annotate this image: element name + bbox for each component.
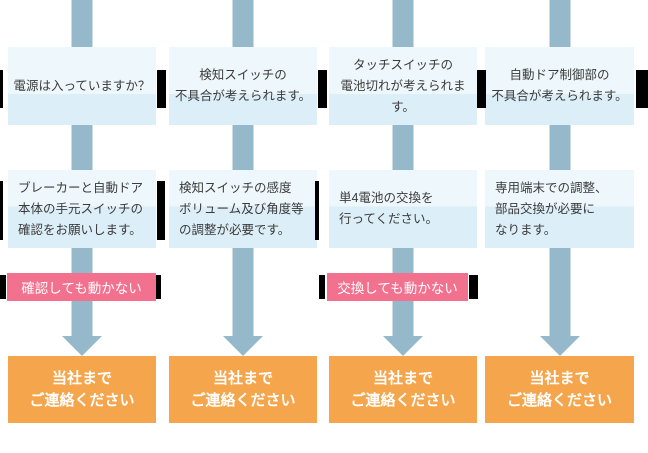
arrow-head-icon xyxy=(62,336,102,356)
connector-bar xyxy=(636,70,648,108)
retry-label: 交換しても動かない xyxy=(327,273,468,301)
connector-bar xyxy=(477,70,486,108)
arrow-tail xyxy=(232,125,254,170)
action-box: ブレーカーと自動ドア 本体の手元スイッチの 確認をお願いします。 xyxy=(8,170,156,248)
action-text: 検知スイッチの感度 ボリューム及び角度等 の調整が必要です。 xyxy=(179,180,304,237)
retry-label-text: 確認しても動かない xyxy=(21,281,142,296)
contact-text: 当社まで ご連絡ください xyxy=(190,369,296,409)
action-text: 単4電池の交換を 行ってください。 xyxy=(339,191,439,226)
connector-bar xyxy=(0,181,3,240)
contact-text: 当社まで ご連絡ください xyxy=(506,369,612,409)
connector-bar xyxy=(157,70,166,108)
arrow-tail xyxy=(71,125,93,170)
arrow-tail xyxy=(392,125,414,170)
question-box: 電源は入っていますか？ xyxy=(8,47,156,125)
question-box: 自動ドア制御部の 不具合が考えられます。 xyxy=(485,47,634,125)
flow-column-4: 自動ドア制御部の 不具合が考えられます。 専用端末での調整、 部品交換が必要に … xyxy=(485,0,634,453)
contact-box: 当社まで ご連絡ください xyxy=(169,356,317,423)
retry-label-text: 交換しても動かない xyxy=(337,281,458,296)
arrow-tail xyxy=(232,0,254,47)
arrow-tail xyxy=(549,125,570,170)
connector-bar xyxy=(469,275,478,299)
connector-bar xyxy=(319,275,325,299)
contact-box: 当社まで ご連絡ください xyxy=(485,356,634,423)
flow-column-2: 検知スイッチの 不具合が考えられます。 検知スイッチの感度 ボリューム及び角度等… xyxy=(169,0,317,453)
arrow-head-icon xyxy=(539,336,580,356)
action-box: 専用端末での調整、 部品交換が必要に なります。 xyxy=(485,170,634,248)
connector-bar xyxy=(0,70,3,108)
arrow-head-icon xyxy=(223,336,263,356)
arrow-head-icon xyxy=(383,336,423,356)
action-box: 検知スイッチの感度 ボリューム及び角度等 の調整が必要です。 xyxy=(169,170,317,248)
arrow-tail xyxy=(392,0,414,47)
contact-box: 当社まで ご連絡ください xyxy=(329,356,477,423)
contact-box: 当社まで ご連絡ください xyxy=(8,356,156,423)
action-text: ブレーカーと自動ドア 本体の手元スイッチの 確認をお願いします。 xyxy=(18,180,144,237)
connector-bar xyxy=(157,181,165,240)
arrow-tail xyxy=(232,248,254,336)
contact-text: 当社まで ご連絡ください xyxy=(29,369,135,409)
contact-text: 当社まで ご連絡ください xyxy=(350,369,456,409)
flow-column-1: 電源は入っていますか？ ブレーカーと自動ドア 本体の手元スイッチの 確認をお願い… xyxy=(7,0,156,453)
arrow-tail xyxy=(549,248,570,336)
connector-bar xyxy=(318,70,327,108)
flow-column-3: タッチスイッチの 電池切れが考えられます。 単4電池の交換を 行ってください。 … xyxy=(327,0,477,453)
question-box: 検知スイッチの 不具合が考えられます。 xyxy=(169,47,317,125)
question-text: 自動ドア制御部の 不具合が考えられます。 xyxy=(491,68,628,103)
action-box: 単4電池の交換を 行ってください。 xyxy=(329,170,477,248)
retry-label: 確認しても動かない xyxy=(7,273,156,301)
question-text: 電源は入っていますか？ xyxy=(13,78,151,93)
question-box: タッチスイッチの 電池切れが考えられます。 xyxy=(329,47,477,125)
connector-bar xyxy=(156,275,161,299)
action-text: 専用端末での調整、 部品交換が必要に なります。 xyxy=(495,180,608,237)
question-text: タッチスイッチの 電池切れが考えられます。 xyxy=(340,57,466,114)
arrow-tail xyxy=(71,0,93,47)
arrow-tail xyxy=(549,0,570,47)
connector-bar xyxy=(0,275,6,299)
question-text: 検知スイッチの 不具合が考えられます。 xyxy=(174,68,312,103)
connector-bar xyxy=(315,181,319,240)
